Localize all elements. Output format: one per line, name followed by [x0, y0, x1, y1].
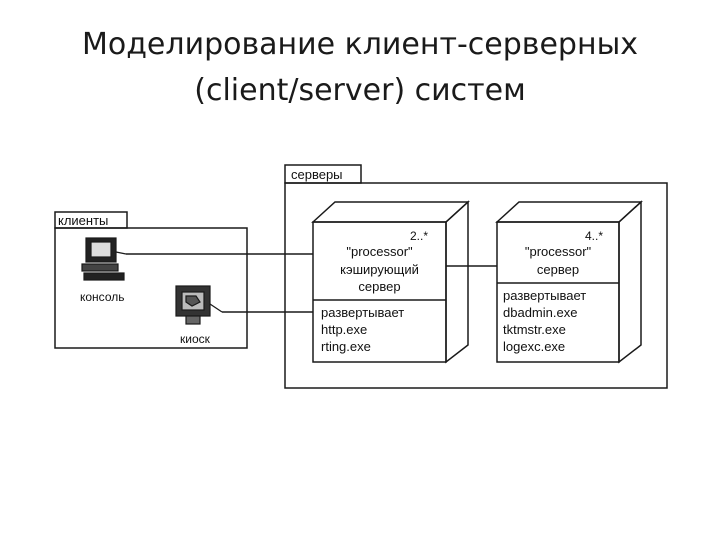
node-1-name-line-1: кэширующий [340, 262, 419, 277]
node-1-top [311, 201, 470, 223]
node-2-multiplicity: 4..* [585, 229, 603, 243]
clients-package [54, 211, 248, 349]
node-2-front [496, 221, 620, 363]
node-2-side [618, 200, 642, 364]
node-1-front [312, 221, 447, 363]
kiosk-label: киоск [180, 332, 211, 346]
node-2-artifact-2: tktmstr.exe [503, 322, 566, 337]
console-label: консоль [80, 290, 124, 304]
node-1-side [445, 200, 469, 364]
node-1-multiplicity: 2..* [410, 229, 428, 243]
node-1-stereotype: "processor" [346, 244, 413, 259]
kiosk-icon [175, 285, 223, 325]
node-1-artifact-2: rting.exe [321, 339, 371, 354]
node-2-artifact-1: dbadmin.exe [503, 305, 577, 320]
slide-title: Моделирование клиент-серверных (client/s… [0, 22, 720, 114]
title-line-1: Моделирование клиент-серверных [81, 27, 639, 62]
node-2-deploys-label: развертывает [503, 288, 586, 303]
node-2-artifact-3: logexc.exe [503, 339, 565, 354]
node-1-deploys-label: развертывает [321, 305, 404, 320]
node-caching-server [311, 200, 470, 364]
node-2-name-line-1: сервер [537, 262, 579, 277]
node-1-artifact-1: http.exe [321, 322, 367, 337]
title-line-2: (client/server) систем [194, 73, 526, 108]
node-2-top [495, 201, 643, 223]
clients-package-label: клиенты [58, 213, 108, 228]
node-2-stereotype: "processor" [525, 244, 592, 259]
clients-package-body [54, 227, 248, 349]
node-server [495, 200, 643, 364]
computer-icon [81, 237, 127, 281]
node-1-name-line-2: сервер [358, 279, 400, 294]
servers-package-label: серверы [291, 167, 343, 182]
servers-package [284, 164, 668, 389]
servers-package-body [284, 182, 668, 389]
